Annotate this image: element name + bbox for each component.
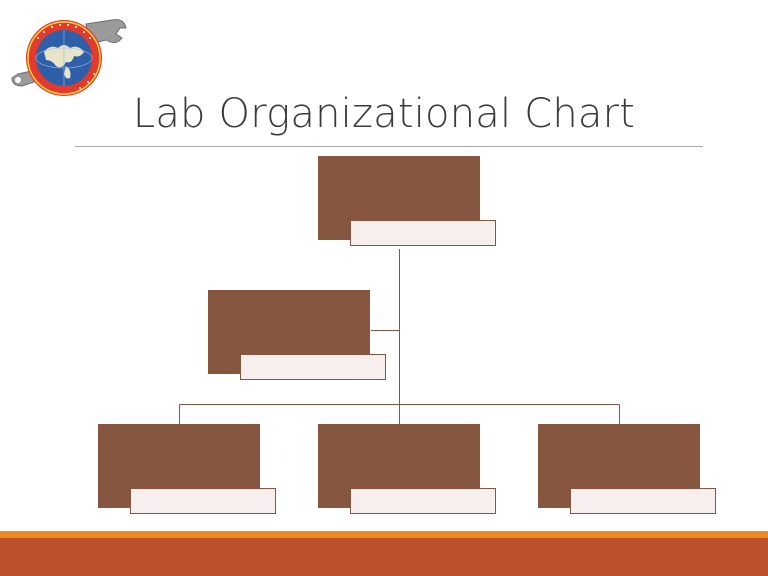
org-node-center[interactable] xyxy=(318,424,496,514)
node-label-box[interactable] xyxy=(350,220,496,246)
org-node-left[interactable] xyxy=(98,424,276,514)
node-label-box[interactable] xyxy=(240,354,386,380)
organization-logo-icon xyxy=(11,19,127,96)
node-label-box[interactable] xyxy=(350,488,496,514)
footer-accent-stripe xyxy=(0,531,768,538)
slide-title: Lab Organizational Chart xyxy=(132,91,636,137)
node-label-box[interactable] xyxy=(570,488,716,514)
footer-bar xyxy=(0,538,768,576)
org-node-top[interactable] xyxy=(318,156,496,246)
title-underline xyxy=(75,146,703,147)
org-node-assistant[interactable] xyxy=(208,290,386,380)
node-label-box[interactable] xyxy=(130,488,276,514)
org-node-right[interactable] xyxy=(538,424,716,514)
